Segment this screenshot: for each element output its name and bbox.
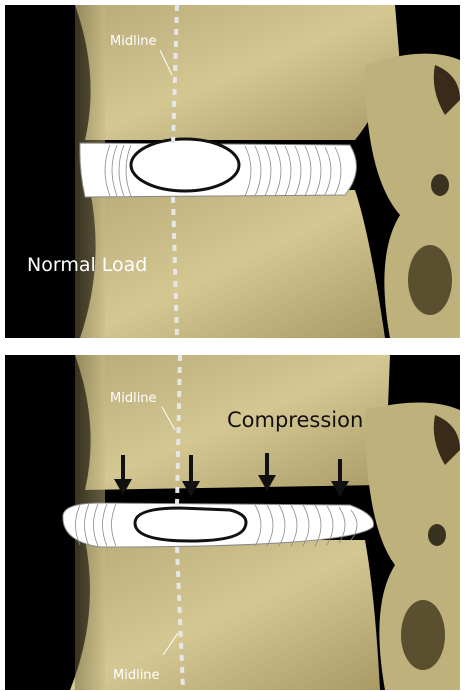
intervertebral-disc <box>80 139 357 197</box>
compression-label: Compression <box>227 408 363 432</box>
compression-panel: Midline Compression Midline <box>5 355 460 690</box>
normal-load-panel: Midline Normal Load <box>5 5 460 338</box>
foramen <box>431 174 449 196</box>
midline-label: Midline <box>110 34 157 49</box>
upper-vertebra <box>75 5 400 140</box>
normal-load-label: Normal Load <box>27 254 147 276</box>
normal-load-illustration: Midline Normal Load <box>5 5 460 338</box>
nucleus-pulposus <box>131 139 239 191</box>
midline-label-top: Midline <box>110 391 157 406</box>
compression-illustration: Midline Compression Midline <box>5 355 460 690</box>
pedicle-shadow <box>408 245 452 315</box>
nucleus-pulposus <box>135 508 246 541</box>
foramen <box>428 524 446 546</box>
midline-label-bottom: Midline <box>113 668 160 683</box>
pedicle-shadow <box>401 600 445 670</box>
